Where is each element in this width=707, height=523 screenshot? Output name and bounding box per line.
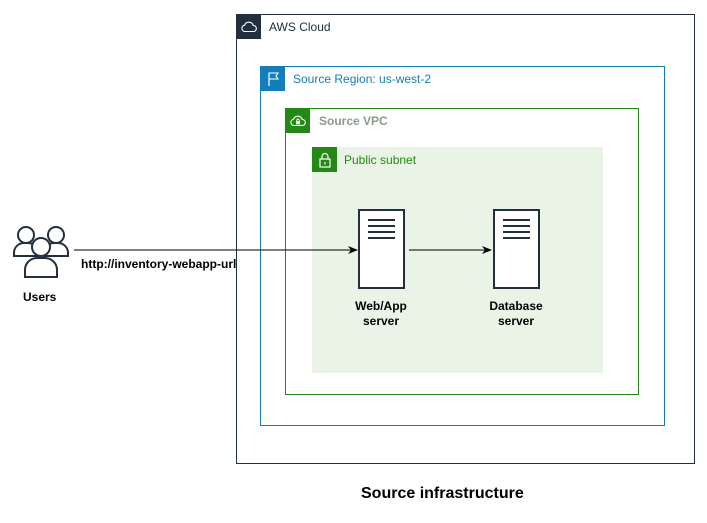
aws-cloud-label: AWS Cloud bbox=[269, 20, 331, 34]
vpc-cloud-lock-icon bbox=[285, 108, 310, 133]
webapp-label-line1: Web/App bbox=[355, 299, 407, 313]
region-label: Source Region: us-west-2 bbox=[293, 72, 432, 86]
database-label-line1: Database bbox=[489, 299, 543, 313]
vpc-label: Source VPC bbox=[319, 114, 388, 128]
cloud-icon bbox=[236, 14, 261, 39]
database-label-line2: server bbox=[497, 314, 535, 328]
webapp-label-line2: server bbox=[362, 314, 400, 328]
webapp-server-icon bbox=[358, 209, 405, 289]
aws-cloud-group: AWS Cloud bbox=[236, 14, 695, 464]
vpc-group: Source VPC bbox=[285, 108, 639, 395]
database-server-icon bbox=[493, 209, 540, 289]
region-group: Source Region: us-west-2 bbox=[260, 66, 665, 426]
database-server-label: Database server bbox=[461, 299, 571, 329]
lock-icon bbox=[312, 147, 337, 172]
flag-icon bbox=[260, 66, 285, 91]
webapp-server-label: Web/App server bbox=[326, 299, 436, 329]
users-label: Users bbox=[23, 290, 57, 304]
diagram-caption: Source infrastructure bbox=[361, 485, 524, 502]
subnet-label: Public subnet bbox=[344, 153, 417, 167]
users-icon bbox=[13, 226, 69, 278]
url-edge-label: http://inventory-webapp-url bbox=[81, 257, 237, 271]
